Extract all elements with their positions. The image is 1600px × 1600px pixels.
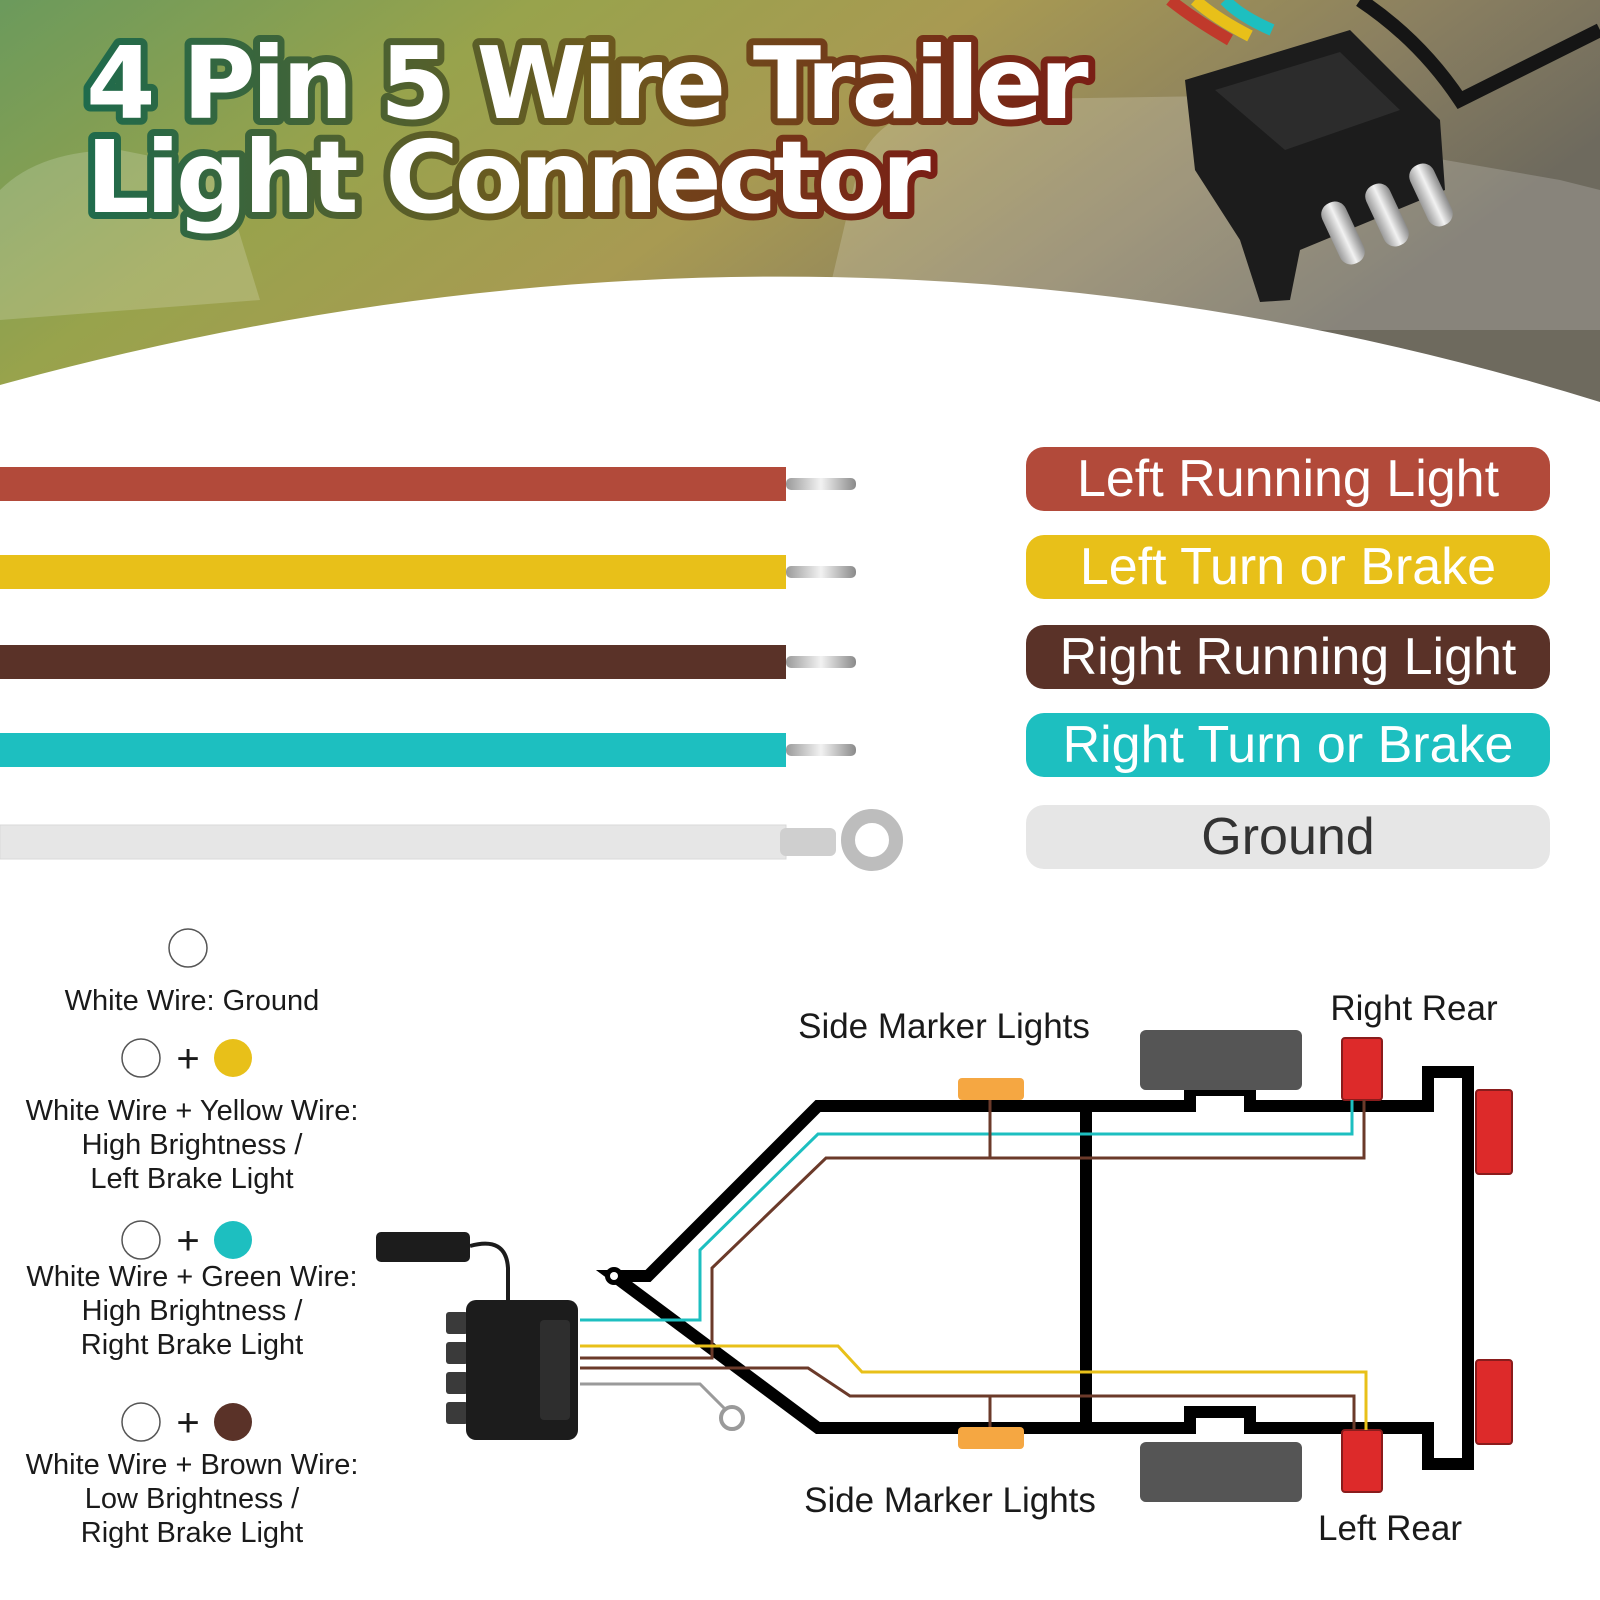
- wire-function-label: Right Turn or Brake: [1063, 716, 1514, 774]
- header-banner: 4 Pin 5 Wire Trailer Light Connector: [0, 0, 1600, 402]
- white-wire-swatch: [168, 928, 208, 968]
- white-wire-swatch: [121, 1220, 161, 1260]
- legend-entry: +White Wire + Green Wire:High Brightness…: [26, 1219, 357, 1361]
- stripped-wire-tip: [786, 744, 856, 756]
- ring-terminal-icon: [841, 809, 903, 871]
- wire-function-pill: [1026, 447, 1550, 511]
- stripped-wire-tip: [786, 478, 856, 490]
- legend-entry: + White Wire + Yellow Wire:High Brightnes…: [26, 1037, 359, 1195]
- color-wire-swatch: [214, 1403, 252, 1441]
- wire-row: Left Running Light: [0, 447, 1550, 511]
- legend-text-line: Right Brake Light: [81, 1517, 303, 1549]
- wire-insulation: [0, 467, 786, 501]
- diagram-wire-yellow: [580, 1344, 1368, 1430]
- ring-terminal-crimp: [780, 828, 836, 856]
- brightness-legend: White Wire: Ground + White Wire + Yellow W…: [26, 928, 359, 1549]
- side-marker-top: [958, 1078, 1024, 1100]
- wire-insulation: [0, 733, 786, 767]
- color-wire-swatch: [214, 1221, 252, 1259]
- side-marker-lights-label-bottom: Side Marker Lights: [804, 1481, 1096, 1520]
- wire-row: Right Running Light: [0, 625, 1550, 689]
- plus-sign: +: [176, 1401, 199, 1445]
- legend-entry: White Wire: Ground: [65, 928, 320, 1017]
- legend-text-line: High Brightness /: [82, 1129, 304, 1161]
- wire-function-pill: [1026, 625, 1550, 689]
- plus-sign: +: [176, 1219, 199, 1263]
- fender-top: [1140, 1030, 1302, 1090]
- diagram-wire-brown-bottom: [580, 1366, 1356, 1430]
- wire-function-pill: [1026, 535, 1550, 599]
- plus-sign: +: [176, 1037, 199, 1081]
- wire-function-pill: [1026, 713, 1550, 777]
- legend-text-line: Low Brightness /: [85, 1483, 300, 1515]
- white-wire-swatch: [121, 1402, 161, 1442]
- connector-plug-icon: [376, 1232, 578, 1440]
- title-line-1: 4 Pin 5 Wire Trailer: [86, 25, 1089, 142]
- connector-photo: [1166, 0, 1600, 302]
- legend-entry: + White Wire + Brown Wire:Low Brightness …: [26, 1401, 359, 1549]
- wire-function-label: Left Turn or Brake: [1080, 538, 1496, 596]
- right-rear-marker: [1341, 1037, 1383, 1101]
- wire-row: Left Turn or Brake: [0, 535, 1550, 599]
- fender-bottom: [1140, 1442, 1302, 1502]
- left-rear-marker: [1341, 1429, 1383, 1493]
- legend-text-line: Right Brake Light: [81, 1329, 303, 1361]
- legend-text-line: White Wire + Brown Wire:: [26, 1449, 359, 1481]
- left-tail-light: [1475, 1359, 1513, 1445]
- diagram-wire-white: [580, 1382, 732, 1416]
- legend-text-line: White Wire: Ground: [65, 985, 320, 1017]
- diagram-wire-brown-top: [580, 1100, 1366, 1360]
- wire-function-pill: [1026, 805, 1550, 869]
- wire-function-label: Right Running Light: [1060, 628, 1517, 686]
- title-line-2: Light Connector: [86, 119, 931, 236]
- legend-text-line: White Wire + Green Wire:: [26, 1261, 357, 1293]
- wire-row: Right Turn or Brake: [0, 713, 1550, 777]
- diagram-wire-green: [580, 1100, 1354, 1322]
- side-marker-lights-label-top: Side Marker Lights: [798, 1007, 1090, 1046]
- stripped-wire-tip: [786, 656, 856, 668]
- stripped-wire-tip: [786, 566, 856, 578]
- wire-function-label: Left Running Light: [1077, 450, 1500, 508]
- legend-text-line: Left Brake Light: [90, 1163, 293, 1195]
- wire-insulation: [0, 824, 787, 860]
- left-rear-label: Left Rear: [1318, 1509, 1462, 1548]
- side-marker-bottom: [958, 1427, 1024, 1449]
- legend-text-line: White Wire + Yellow Wire:: [26, 1095, 359, 1127]
- right-rear-label: Right Rear: [1330, 989, 1498, 1028]
- diagram-ground-ring: [719, 1405, 745, 1431]
- wire-insulation: [0, 555, 786, 589]
- wire-function-label: Ground: [1201, 808, 1374, 866]
- wire-insulation: [0, 645, 786, 679]
- white-wire-swatch: [121, 1038, 161, 1078]
- color-wire-swatch: [214, 1039, 252, 1077]
- right-tail-light: [1475, 1089, 1513, 1175]
- trailer-wiring-diagram: Side Marker Lights Side Marker Lights Ri…: [376, 989, 1513, 1548]
- wire-row: Ground: [0, 805, 1550, 871]
- trailer-frame: [595, 1066, 1474, 1470]
- legend-text-line: High Brightness /: [82, 1295, 304, 1327]
